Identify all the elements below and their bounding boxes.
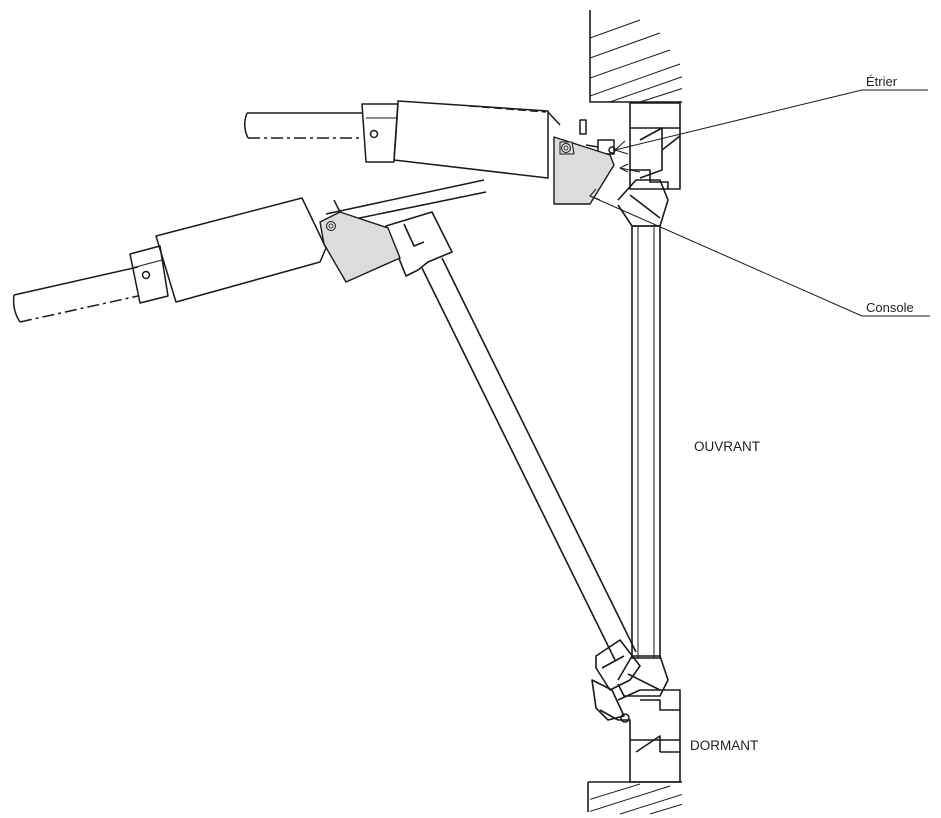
leader-etrier: [614, 89, 928, 155]
ouvrant-sash: [617, 179, 669, 697]
diagonal-arm: [385, 211, 641, 723]
console-bracket-upper: [553, 136, 615, 205]
label-ouvrant: OUVRANT: [694, 439, 760, 454]
upper-wall: [589, 10, 682, 103]
actuator-upper: [244, 100, 616, 179]
label-console: Console: [866, 300, 914, 315]
label-dormant: DORMANT: [690, 738, 758, 753]
console-bracket-lower: [319, 211, 401, 283]
leader-console: [589, 188, 930, 317]
actuator-lower: [12, 179, 487, 323]
arrow-etrier-lower: [619, 163, 641, 173]
dormant-frame-top: [629, 102, 681, 190]
lower-wall: [587, 781, 682, 815]
dormant-frame-bottom: [599, 689, 681, 783]
label-etrier: Étrier: [866, 74, 898, 89]
